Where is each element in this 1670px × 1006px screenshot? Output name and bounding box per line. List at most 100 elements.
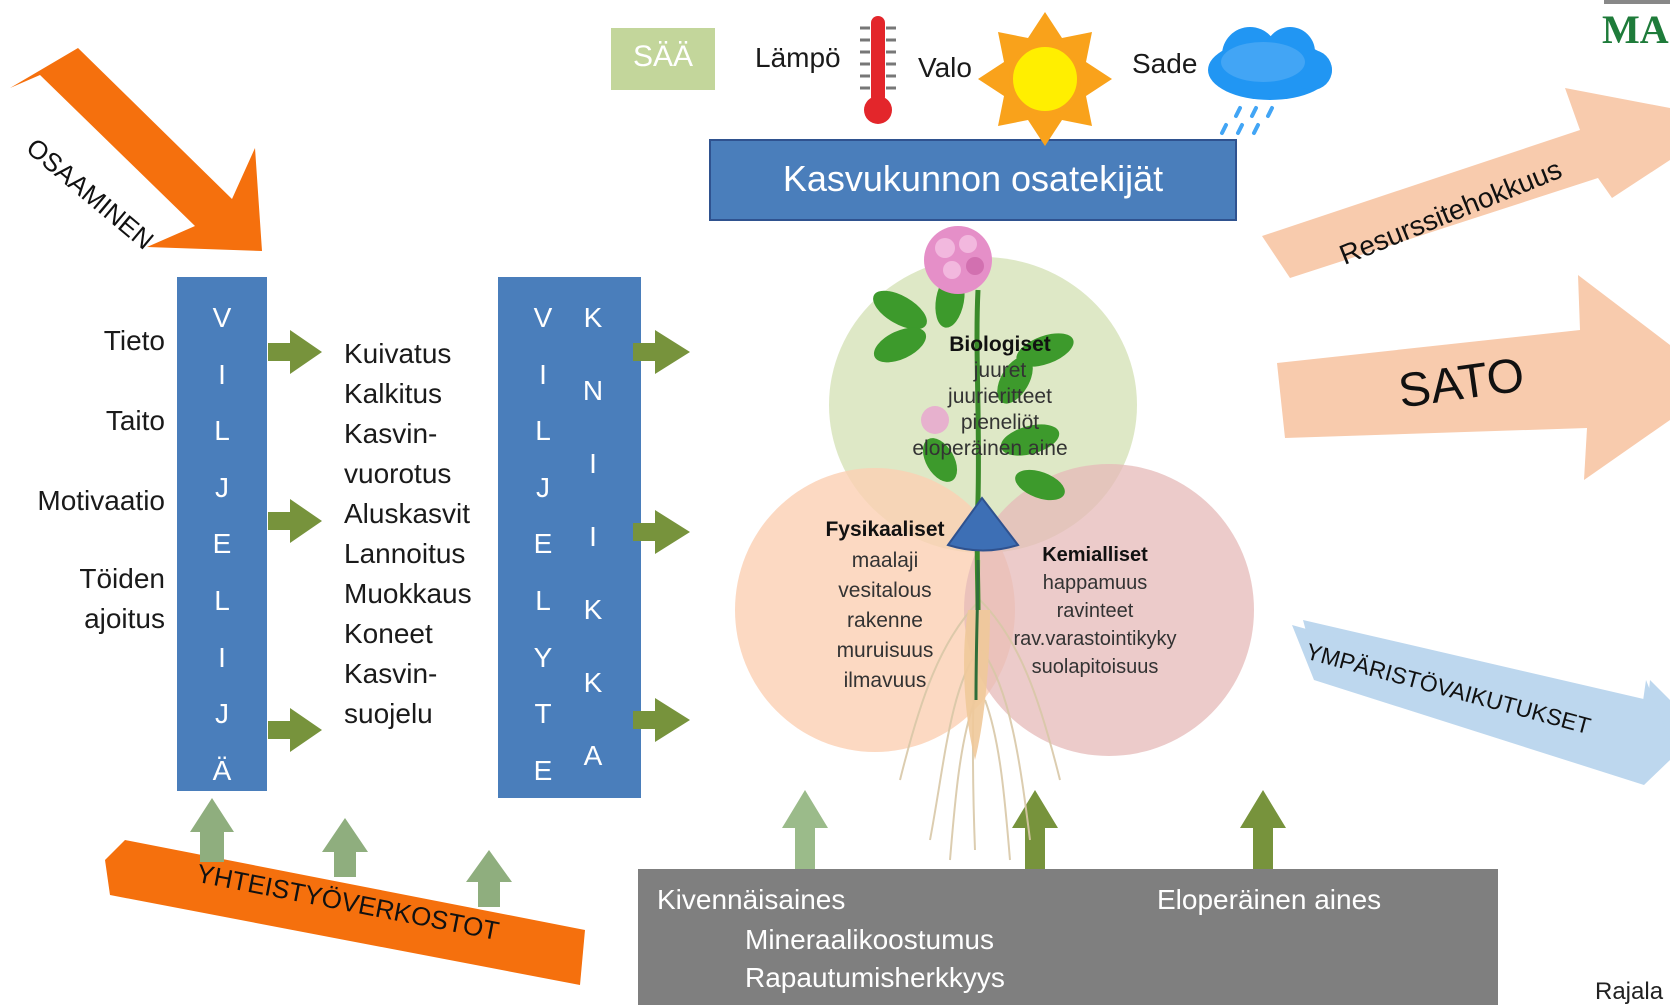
up-arrow	[782, 790, 828, 869]
rain-cloud-icon	[1208, 27, 1332, 135]
practice-item: Kasvin-	[344, 658, 438, 689]
green-arrow	[633, 330, 690, 374]
leaf	[1000, 424, 1060, 456]
thermometer-icon	[860, 16, 896, 124]
rain-label: Sade	[1132, 48, 1198, 79]
biological-item: eloperäinen aine	[912, 437, 1068, 460]
practice-item: Kasvin-	[344, 418, 438, 449]
network-up-arrows	[190, 798, 512, 907]
logo-text: MA	[1602, 7, 1669, 52]
sun-icon	[978, 12, 1112, 146]
physical-item: muruisuus	[836, 639, 934, 662]
weather-box	[611, 28, 715, 90]
letter: E	[533, 528, 553, 560]
up-arrow	[190, 798, 234, 862]
physical-item: maalaji	[851, 549, 919, 572]
practice-item: Aluskasvit	[344, 498, 471, 529]
practice-item: Muokkaus	[344, 578, 472, 609]
letter: K	[583, 667, 603, 698]
mineral-sub-label: Rapautumisherkkyys	[745, 962, 1005, 993]
soil-base-box	[638, 869, 1498, 1005]
biological-item: pieneliöt	[960, 411, 1040, 434]
farmer-output-arrows	[268, 330, 322, 752]
soil-surface-shape	[946, 496, 1020, 552]
practice-item: suojelu	[344, 698, 433, 729]
green-arrow	[268, 708, 322, 752]
practice-item: Lannoitus	[344, 538, 466, 569]
letter: I	[589, 448, 597, 479]
practice-item: Kalkitus	[344, 378, 443, 409]
up-arrow	[466, 850, 512, 907]
physical-text: Fysikaaliset maalaji vesitalous rakenne …	[815, 517, 955, 696]
chemical-text: Kemialliset happamuus ravinteet rav.vara…	[1000, 541, 1190, 681]
letter: K	[583, 594, 603, 625]
letter: T	[534, 698, 552, 730]
letter: V	[212, 302, 232, 333]
leaf	[873, 290, 927, 330]
light-label: Valo	[918, 52, 972, 83]
leaf	[922, 438, 958, 482]
green-arrow	[268, 499, 322, 543]
yield-arrow	[1277, 275, 1670, 480]
biological-item: juuret	[973, 359, 1027, 382]
physical-circle	[735, 468, 1015, 752]
letter: L	[214, 584, 230, 616]
letter: E	[212, 528, 232, 560]
organic-label: Eloperäinen aines	[1157, 884, 1382, 915]
chemical-circle	[964, 464, 1254, 756]
letter: Ä	[212, 754, 232, 786]
farmer-column-letters: V I L J E L I J Ä	[207, 298, 237, 807]
letter: J	[536, 471, 550, 503]
letter: I	[539, 358, 547, 390]
green-arrow	[268, 330, 322, 374]
letter: E	[533, 754, 553, 786]
physical-item: rakenne	[847, 609, 923, 632]
up-arrow	[1240, 790, 1286, 869]
letter: K	[583, 302, 603, 333]
farmer-attribute: Motivaatio	[37, 485, 165, 516]
leaf	[873, 327, 927, 363]
technique-box	[498, 277, 641, 798]
letter: I	[589, 521, 597, 552]
chemical-item: suolapitoisuus	[1031, 656, 1159, 678]
farmer-attribute: Taito	[105, 405, 165, 436]
letter: V	[533, 302, 553, 333]
letter: I	[218, 641, 226, 673]
physical-item: vesitalous	[838, 579, 932, 602]
clover-flower	[921, 226, 992, 434]
letter: L	[535, 415, 551, 447]
green-arrow	[633, 510, 690, 554]
leaf	[1015, 469, 1065, 501]
letter: J	[215, 471, 229, 503]
letter: L	[535, 584, 551, 616]
chemical-item: rav.varastointikyky	[1013, 628, 1177, 650]
header-box	[709, 139, 1237, 221]
environmental-impacts-arrow-head	[1292, 625, 1670, 785]
practice-item: Kuivatus	[344, 338, 452, 369]
chemical-title: Kemialliset	[1042, 544, 1148, 566]
resource-efficiency-arrow	[1262, 88, 1670, 278]
letter: J	[215, 698, 229, 730]
farmer-box	[177, 277, 267, 791]
letter: A	[583, 740, 603, 771]
technique-column-2: K N I I K K A	[578, 298, 608, 809]
chemical-item: happamuus	[1042, 572, 1148, 594]
farmer-attribute: Töiden	[79, 563, 165, 594]
practice-item: vuorotus	[344, 458, 452, 489]
biological-text: Biologiset juuret juurieritteet pieneliö…	[880, 332, 1090, 462]
technique-column-1: V I L J E L Y T E	[528, 298, 558, 807]
mineral-sub-label: Mineraalikoostumus	[745, 924, 994, 955]
physical-title: Fysikaaliset	[825, 518, 945, 541]
weather-label: SÄÄ	[632, 40, 694, 73]
mineral-label: Kivennäisaines	[657, 884, 846, 915]
leaf	[997, 356, 1033, 404]
farmer-attribute: ajoitus	[84, 603, 165, 634]
practices-list: Kuivatus Kalkitus Kasvin- vuorotus Alusk…	[344, 338, 472, 738]
letter: L	[214, 415, 230, 447]
practice-item: Koneet	[344, 618, 433, 649]
networks-band	[105, 840, 585, 985]
temperature-label: Lämpö	[755, 42, 841, 73]
letter: N	[582, 375, 604, 406]
